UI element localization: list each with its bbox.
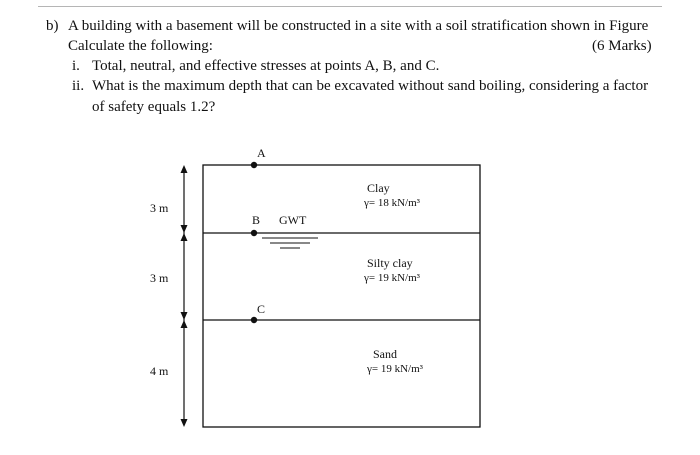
item-i-number: i.	[72, 58, 80, 74]
layer-weight-silty-clay: γ= 19 kN/m³	[363, 272, 421, 284]
depth-label-clay: 3 m	[150, 201, 169, 215]
item-i-text: Total, neutral, and effective stresses a…	[92, 58, 440, 74]
point-b-marker	[250, 229, 258, 237]
layer-name-clay: Clay	[367, 181, 390, 195]
question-line-2: Calculate the following:	[68, 38, 213, 54]
layer-weight-clay: γ= 18 kN/m³	[363, 197, 421, 209]
item-ii-number: ii.	[72, 78, 85, 94]
arrow-1-down	[180, 225, 188, 233]
arrow-bottom	[180, 419, 188, 427]
gwt-symbol-icon	[262, 237, 318, 249]
gwt-label: GWT	[279, 213, 307, 227]
item-ii-text: What is the maximum depth that can be ex…	[92, 78, 649, 94]
item-ii-text-continued: of safety equals 1.2?	[92, 99, 216, 115]
arrow-2-up	[180, 320, 188, 328]
depth-label-silty-clay: 3 m	[150, 271, 169, 285]
top-divider	[38, 6, 662, 7]
question-label: b)	[46, 18, 59, 34]
point-c-marker	[250, 316, 258, 324]
arrow-top	[180, 165, 188, 173]
point-c-label: C	[257, 302, 265, 316]
point-a-marker	[250, 161, 258, 169]
question-marks: (6 Marks)	[592, 38, 652, 54]
point-b-label: B	[252, 213, 260, 227]
point-a-label: A	[257, 146, 266, 160]
arrow-2-down	[180, 312, 188, 320]
soil-column	[202, 164, 481, 428]
arrow-1-up	[180, 233, 188, 241]
layer-weight-sand: γ= 19 kN/m³	[366, 363, 424, 375]
layer-name-silty-clay: Silty clay	[367, 256, 413, 270]
question-line-1: A building with a basement will be const…	[68, 18, 649, 34]
layer-name-sand: Sand	[373, 347, 397, 361]
depth-label-sand: 4 m	[150, 364, 169, 378]
